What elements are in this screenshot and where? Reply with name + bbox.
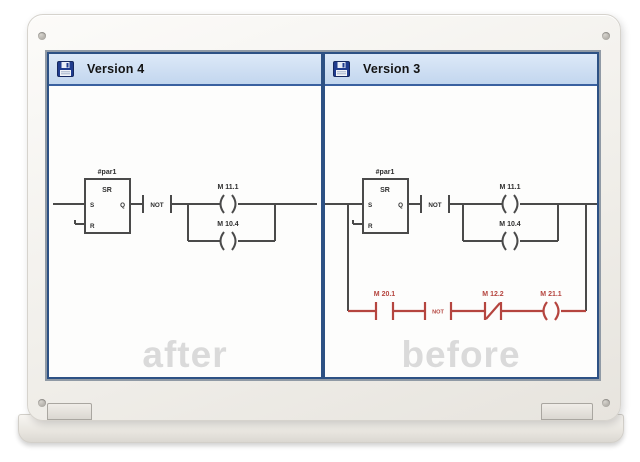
ladder-diagram-after[interactable]: #par1 SR S Q R NOT M 11.1 M 10.4 <box>49 86 321 326</box>
comparison-screen: Version 4 <box>45 50 601 381</box>
panel-title: Version 3 <box>363 62 421 76</box>
input-r: R <box>368 223 373 230</box>
input-s: S <box>368 202 372 209</box>
panel-version3: Version 3 <box>323 52 599 379</box>
removed-rung-lines <box>348 301 586 321</box>
removed-contact-no-label: M 20.1 <box>374 291 396 298</box>
screw-icon <box>38 399 46 407</box>
ladder-diagram-before[interactable]: #par1 SR S Q R NOT M 11.1 M 10.4 <box>325 86 597 326</box>
panel-version4: Version 4 <box>47 52 323 379</box>
output-q: Q <box>398 202 403 209</box>
sr-block-box <box>362 178 409 234</box>
screw-icon <box>38 32 46 40</box>
floppy-disk-icon[interactable] <box>333 61 350 77</box>
sr-block-labels: #par1 SR S Q R <box>90 169 125 230</box>
hinge <box>541 403 593 420</box>
rung-lines <box>325 178 597 311</box>
coil-label-bottom: M 10.4 <box>217 221 239 228</box>
watermark-before: before <box>401 334 521 375</box>
watermark-after: after <box>142 334 228 375</box>
panel-version4-body: #par1 SR S Q R NOT M 11.1 M 10.4 after <box>49 86 321 377</box>
panel-version3-body: #par1 SR S Q R NOT M 11.1 M 10.4 <box>325 86 597 377</box>
hinge <box>47 403 92 420</box>
nc-slash <box>485 302 501 320</box>
input-r: R <box>90 223 95 230</box>
not-contact-label: NOT <box>150 202 163 209</box>
panel-title: Version 4 <box>87 62 145 76</box>
removed-contact-nc-label: M 12.2 <box>482 291 504 298</box>
block-type: SR <box>380 187 390 194</box>
block-type: SR <box>102 187 112 194</box>
sr-block-labels: #par1 SR S Q R <box>368 169 403 230</box>
block-label: #par1 <box>376 169 395 176</box>
sr-block-box <box>84 178 131 234</box>
output-q: Q <box>120 202 125 209</box>
coil-label-top: M 11.1 <box>217 184 238 191</box>
rung-lines <box>53 178 317 251</box>
block-label: #par1 <box>98 169 117 176</box>
coil-left-paren <box>219 194 225 214</box>
screw-icon <box>602 399 610 407</box>
coil-right-paren <box>231 194 237 214</box>
coil-label-bottom: M 10.4 <box>499 221 521 228</box>
removed-coil-label: M 21.1 <box>540 291 562 298</box>
input-s: S <box>90 202 94 209</box>
panel-version3-header: Version 3 <box>325 54 597 86</box>
screw-icon <box>602 32 610 40</box>
removed-not-label: NOT <box>432 310 444 316</box>
not-contact-label: NOT <box>428 202 441 209</box>
floppy-disk-icon[interactable] <box>57 61 74 77</box>
panel-version4-header: Version 4 <box>49 54 321 86</box>
coil-label-top: M 11.1 <box>499 184 520 191</box>
